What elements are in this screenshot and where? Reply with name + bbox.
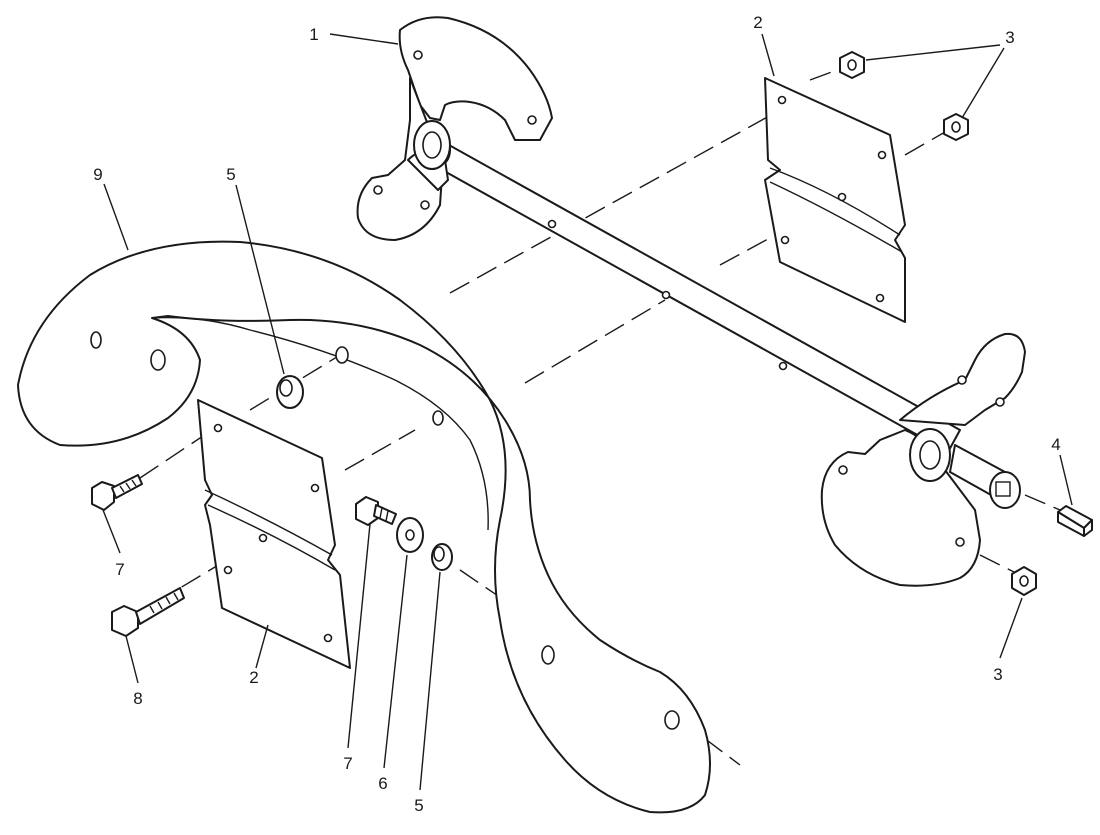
flat-washer <box>396 517 424 553</box>
long-hex-bolt <box>111 587 185 637</box>
callout-9: 9 <box>93 165 102 184</box>
callout-3-lower: 3 <box>993 665 1002 684</box>
hex-nut-bottom <box>1011 566 1037 596</box>
bushing-lower <box>431 543 453 571</box>
callout-3-upper: 3 <box>1005 28 1014 47</box>
hex-bolt-left <box>91 474 143 511</box>
callout-2-lower: 2 <box>249 668 258 687</box>
callout-labels: 1 2 3 4 3 9 5 7 8 2 7 6 5 <box>93 13 1060 815</box>
callout-4: 4 <box>1051 435 1060 454</box>
hex-nut-top-2 <box>943 113 969 141</box>
callout-5-lower: 5 <box>414 796 423 815</box>
shaft-key <box>1057 505 1093 537</box>
callout-7-center: 7 <box>343 754 352 773</box>
auger-spiral-flight <box>17 240 711 814</box>
callout-8: 8 <box>133 689 142 708</box>
callout-7-left: 7 <box>115 560 124 579</box>
callout-1: 1 <box>309 25 318 44</box>
callout-6: 6 <box>378 774 387 793</box>
callout-2-upper: 2 <box>753 13 762 32</box>
hub-flange-right <box>820 332 1026 587</box>
callout-5-upper: 5 <box>226 165 235 184</box>
rubber-paddle-lower <box>197 399 351 669</box>
hub-flange-left <box>356 16 553 241</box>
leader-lines <box>102 33 1073 791</box>
hex-nut-top-1 <box>839 51 865 79</box>
bushing-upper <box>276 375 304 409</box>
rubber-paddle-upper <box>764 77 906 323</box>
hex-bolt-center <box>355 496 397 526</box>
